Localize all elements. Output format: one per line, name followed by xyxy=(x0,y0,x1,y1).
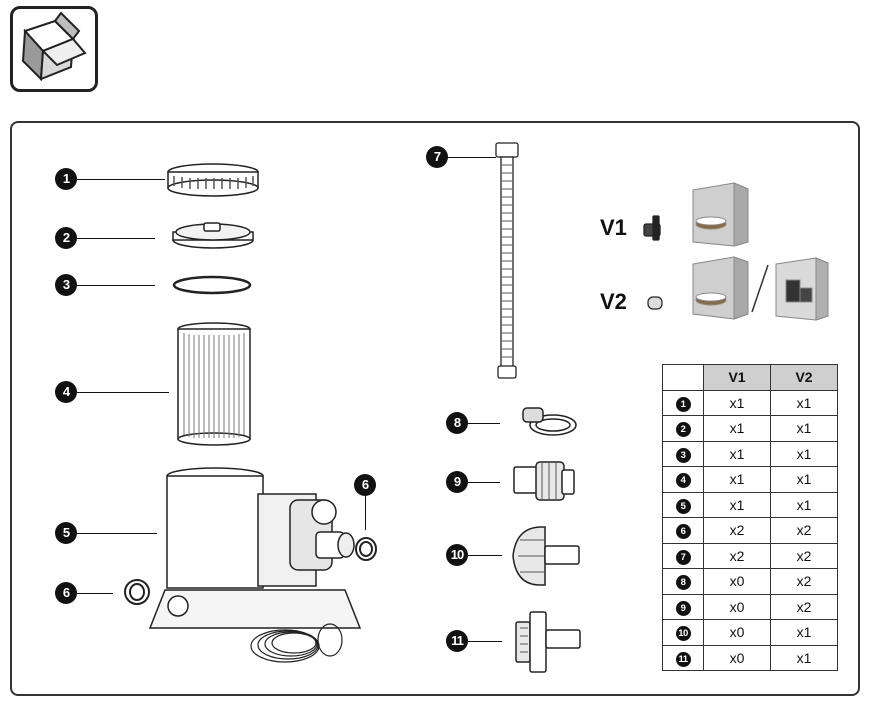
v2-label: V2 xyxy=(600,289,627,314)
row-part-number: 7 xyxy=(675,549,691,565)
v2-package-box xyxy=(692,256,749,320)
row-part-number: 10 xyxy=(675,626,691,642)
row-v1-qty: x0 xyxy=(703,568,771,595)
row-v2-qty: x1 xyxy=(770,644,838,671)
leader-line xyxy=(77,238,155,240)
leader-line xyxy=(77,285,155,287)
row-v1-qty: x1 xyxy=(703,466,771,493)
lock-ring-part xyxy=(167,163,259,197)
row-part-number: 6 xyxy=(675,524,691,540)
plunger-valve-part xyxy=(515,611,581,673)
v1-package-box xyxy=(692,182,749,247)
part-marker-9: 9 xyxy=(446,471,468,493)
row-v1-qty: x2 xyxy=(703,542,771,569)
row-v2-qty: x1 xyxy=(770,389,838,416)
v2-pump-package-box xyxy=(775,257,829,321)
filter-pump-part xyxy=(148,467,362,629)
leader-line xyxy=(77,179,165,181)
v2-cap-icon xyxy=(647,296,663,310)
row-part-number: 1 xyxy=(675,396,691,412)
part-marker-1: 1 xyxy=(55,168,77,190)
row-part-number: 2 xyxy=(675,422,691,438)
row-part-number: 5 xyxy=(675,498,691,514)
part-marker-11: 11 xyxy=(446,630,468,652)
row-v1-qty: x1 xyxy=(703,491,771,518)
part-marker-7: 7 xyxy=(426,146,448,168)
part-marker-5: 5 xyxy=(55,522,77,544)
parts-panel xyxy=(10,121,860,696)
slash-divider xyxy=(751,264,769,313)
v1-label: V1 xyxy=(600,215,627,240)
row-part-number: 8 xyxy=(675,575,691,591)
row-part-number: 4 xyxy=(675,473,691,489)
row-v2-qty: x2 xyxy=(770,517,838,544)
row-v1-qty: x2 xyxy=(703,517,771,544)
row-v2-qty: x2 xyxy=(770,542,838,569)
row-v1-qty: x1 xyxy=(703,415,771,442)
open-box-icon xyxy=(10,6,98,92)
row-v2-qty: x2 xyxy=(770,568,838,595)
table-header-v1: V1 xyxy=(703,364,771,391)
leader-line xyxy=(468,555,502,557)
row-part-number: 3 xyxy=(675,447,691,463)
row-v2-qty: x1 xyxy=(770,415,838,442)
row-v1-qty: x1 xyxy=(703,389,771,416)
row-v2-qty: x1 xyxy=(770,619,838,646)
row-v2-qty: x2 xyxy=(770,593,838,620)
filter-lid-part xyxy=(172,222,254,249)
part-marker-8: 8 xyxy=(446,412,468,434)
row-v2-qty: x1 xyxy=(770,440,838,467)
row-part-number: 9 xyxy=(675,600,691,616)
part-marker-10: 10 xyxy=(446,544,468,566)
part-marker-6: 6 xyxy=(55,582,77,604)
table-header-v2: V2 xyxy=(770,364,838,391)
row-v1-qty: x0 xyxy=(703,593,771,620)
row-v1-qty: x1 xyxy=(703,440,771,467)
leader-line xyxy=(365,496,367,530)
row-v1-qty: x0 xyxy=(703,619,771,646)
power-cord-coil xyxy=(250,623,343,663)
v1-valve-icon xyxy=(643,215,661,241)
table-header-row: V1 V2 xyxy=(662,364,838,391)
filter-cartridge-part xyxy=(177,322,251,446)
row-v2-qty: x1 xyxy=(770,491,838,518)
row-v1-qty: x0 xyxy=(703,644,771,671)
part-marker-2: 2 xyxy=(55,227,77,249)
hose-clamp-part xyxy=(522,407,577,436)
leader-line xyxy=(468,641,502,643)
leader-line xyxy=(468,482,500,484)
leader-line xyxy=(77,593,113,595)
strainer-connector-part xyxy=(512,526,580,586)
row-part-number: 11 xyxy=(675,651,691,667)
leader-line xyxy=(77,392,169,394)
part-marker-6b: 6 xyxy=(354,474,376,496)
leader-line xyxy=(468,423,500,425)
o-ring-part xyxy=(172,275,252,295)
hose-ring-part xyxy=(124,537,377,605)
row-v2-qty: x1 xyxy=(770,466,838,493)
part-marker-3: 3 xyxy=(55,274,77,296)
leader-line xyxy=(77,533,157,535)
hose-part xyxy=(495,142,519,379)
part-marker-4: 4 xyxy=(55,381,77,403)
leader-line xyxy=(448,157,496,159)
table-header-blank xyxy=(662,364,704,391)
hose-adapter-part xyxy=(513,461,575,501)
